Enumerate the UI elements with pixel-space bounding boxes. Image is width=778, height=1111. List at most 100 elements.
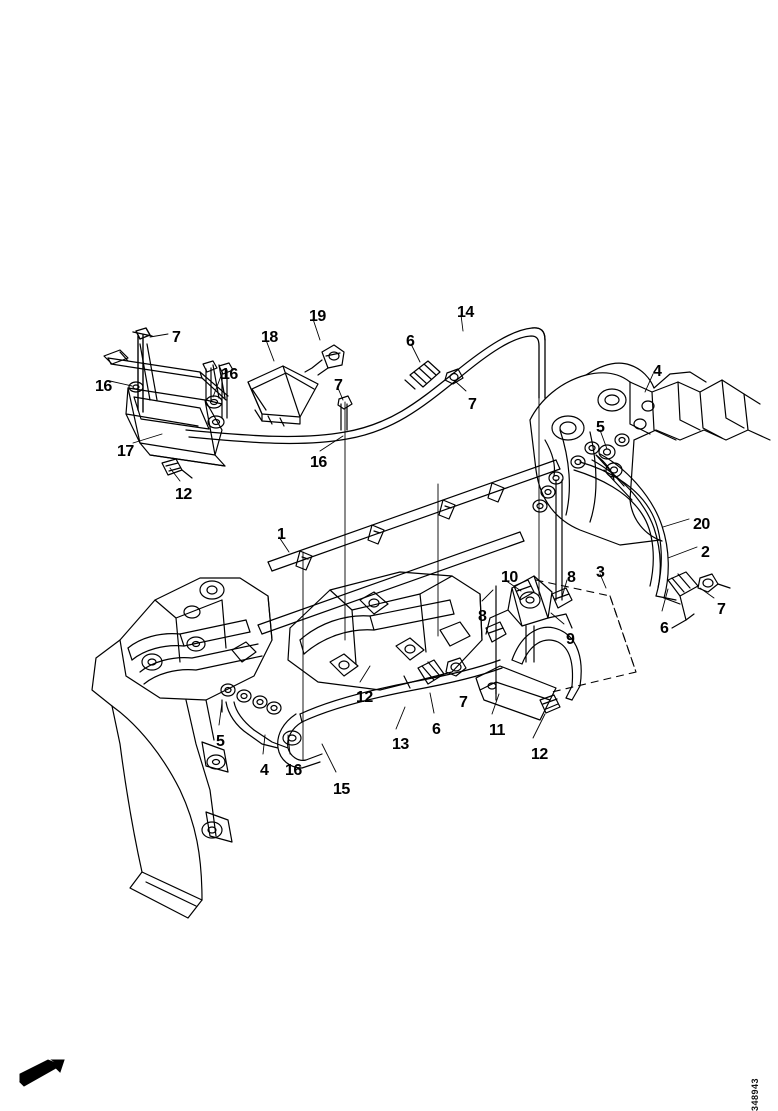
callout-14: 14 (457, 304, 474, 321)
stud-nut-16-right-upper (218, 362, 234, 419)
hose-9-curve (511, 626, 582, 701)
callout-7: 7 (717, 601, 726, 618)
nut-7-right (697, 573, 731, 593)
leader-20 (662, 518, 690, 528)
leader-8-upper (561, 579, 568, 598)
leader-16-lower (319, 435, 344, 452)
nut-7-on-tube (444, 368, 464, 385)
stud-nut-7-mid (202, 360, 218, 401)
leader-7-right (699, 587, 715, 599)
callout-9: 9 (566, 631, 575, 648)
center-plenum (287, 571, 483, 691)
callout-8: 8 (567, 569, 576, 586)
leader-4-head (644, 373, 654, 393)
leader-7-box (337, 387, 344, 401)
bracket-assembly-17 (103, 343, 229, 467)
leader-19 (312, 318, 321, 341)
engine-block-left (91, 577, 273, 919)
callout-12: 12 (356, 689, 373, 706)
view-direction-arrow (19, 1059, 65, 1087)
hose-2 (591, 453, 681, 605)
leader-11 (491, 693, 500, 715)
callout-20: 20 (693, 516, 710, 533)
callout-7: 7 (172, 329, 181, 346)
callout-2: 2 (701, 544, 710, 561)
callout-7: 7 (334, 377, 343, 394)
callout-5: 5 (596, 419, 605, 436)
dashed-assembly-path (535, 579, 637, 693)
leader-18 (265, 339, 275, 362)
sensor-box-18 (247, 365, 319, 427)
leader-12-left (169, 467, 181, 482)
valve-cluster-center (485, 479, 573, 701)
hose-15-16 (225, 701, 323, 769)
leader-3 (599, 573, 607, 589)
callout-13: 13 (392, 736, 409, 753)
callout-12: 12 (531, 746, 548, 763)
fuel-line-13 (299, 657, 503, 723)
callout-19: 19 (309, 308, 326, 325)
callout-4: 4 (260, 762, 269, 779)
callout-6: 6 (432, 721, 441, 738)
fuel-tube-14 (185, 327, 546, 445)
nut-7-near-box (337, 395, 353, 431)
callout-5: 5 (216, 733, 225, 750)
hose-20 (573, 461, 662, 589)
callout-17: 17 (117, 443, 134, 460)
callout-7: 7 (459, 694, 468, 711)
callout-10: 10 (501, 569, 518, 586)
leader-16-block (287, 734, 291, 755)
leader-2 (667, 546, 698, 559)
callout-1: 1 (277, 526, 286, 543)
callout-16: 16 (221, 366, 238, 383)
connector-19 (304, 344, 345, 376)
fastener-cluster-5 (532, 400, 655, 513)
bolt-12-left (161, 458, 193, 479)
callout-3: 3 (596, 564, 605, 581)
callout-8: 8 (478, 608, 487, 625)
leader-10 (504, 579, 522, 592)
leader-16-mid (212, 375, 222, 398)
leader-4-block (262, 734, 266, 755)
leader-7-rail (454, 380, 467, 392)
leader-12-right (532, 713, 546, 739)
drawing-id-wrap: 348943 (750, 1026, 766, 1111)
leader-5-block (218, 702, 223, 726)
leader-6-right (661, 588, 669, 612)
callout-6: 6 (660, 620, 669, 637)
leader-13 (395, 706, 406, 730)
callout-7: 7 (468, 396, 477, 413)
leader-15 (321, 743, 337, 773)
leader-14 (460, 314, 464, 332)
clamp-16-mid-2 (207, 415, 225, 429)
leader-5-head (599, 429, 608, 450)
leader-12-mid (359, 665, 371, 683)
leader-1-rail (278, 536, 290, 553)
fitting-8-lower (485, 621, 507, 643)
drawing-id: 348943 (750, 1078, 760, 1111)
callout-15: 15 (333, 781, 350, 798)
callout-6: 6 (406, 333, 415, 350)
callout-12: 12 (175, 486, 192, 503)
fitting-6-upper (404, 360, 441, 390)
reference-lines (302, 397, 540, 761)
leader-16-left (109, 380, 133, 387)
callout-18: 18 (261, 329, 278, 346)
stud-nut-7-upper-left (132, 327, 153, 413)
callout-16: 16 (310, 454, 327, 471)
intake-manifold-right (529, 362, 771, 546)
callout-4: 4 (653, 363, 662, 380)
leader-7-upper-left (149, 333, 169, 338)
leader-17 (132, 433, 163, 444)
leader-9 (550, 612, 565, 625)
callout-11: 11 (489, 722, 505, 739)
leader-8-lower (481, 589, 494, 602)
fastener-row-left-5 (220, 683, 282, 715)
leader-6-upper (410, 343, 421, 363)
callout-16: 16 (285, 762, 302, 779)
callout-16: 16 (95, 378, 112, 395)
